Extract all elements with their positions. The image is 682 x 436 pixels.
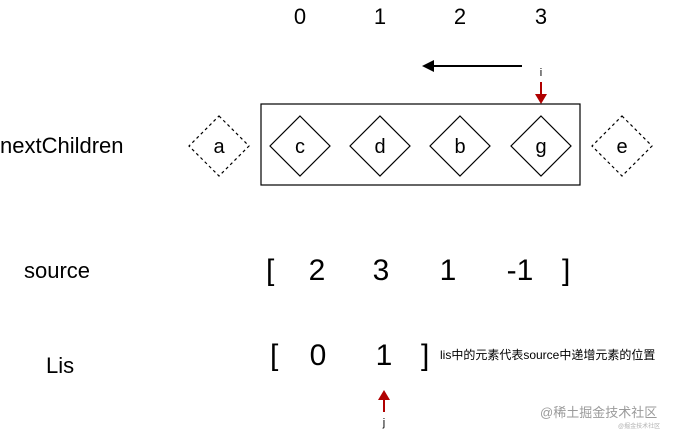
index-label-0: 0 xyxy=(293,4,307,29)
next-children-label: nextChildren xyxy=(0,133,124,158)
node-a: a xyxy=(188,115,250,177)
lis-label: Lis xyxy=(46,353,75,378)
lis-note: lis中的元素代表source中递增元素的位置 xyxy=(440,348,656,362)
watermark-sub: @掘金技术社区 xyxy=(618,424,661,430)
node-b-shape xyxy=(429,115,491,177)
node-g-label: g xyxy=(535,136,546,158)
lis-value-0: 0 xyxy=(309,339,327,372)
pointer-i-label: i xyxy=(539,67,543,79)
node-b: b xyxy=(429,115,491,177)
node-c-shape xyxy=(269,115,331,177)
source-open-bracket: [ xyxy=(266,254,275,287)
source-close-bracket: ] xyxy=(562,254,571,287)
node-a-shape xyxy=(188,115,250,177)
direction-arrow xyxy=(422,60,522,72)
node-c: c xyxy=(269,115,331,177)
index-label-3: 3 xyxy=(534,4,548,29)
node-g-shape xyxy=(510,115,572,177)
node-e-shape xyxy=(591,115,653,177)
pointer-j-arrow xyxy=(378,390,390,412)
lis-open-bracket: [ xyxy=(270,339,279,372)
node-b-label: b xyxy=(454,136,465,158)
pointer-i-arrow xyxy=(535,82,547,104)
source-label: source xyxy=(24,258,91,283)
index-label-2: 2 xyxy=(453,4,467,29)
node-d: d xyxy=(349,115,411,177)
children-container xyxy=(260,103,581,186)
pointer-j-label: j xyxy=(382,417,386,429)
node-a-label: a xyxy=(213,136,225,158)
watermark-main: @稀土掘金技术社区 xyxy=(540,405,658,420)
lis-close-bracket: ] xyxy=(421,339,430,372)
source-value-3: -1 xyxy=(506,254,534,287)
node-g: g xyxy=(510,115,572,177)
source-value-2: 1 xyxy=(439,254,457,287)
node-d-label: d xyxy=(374,136,385,158)
node-e-label: e xyxy=(616,136,627,158)
source-value-1: 3 xyxy=(372,254,390,287)
node-d-shape xyxy=(349,115,411,177)
lis-value-1: 1 xyxy=(375,339,393,372)
node-c-label: c xyxy=(295,136,305,158)
node-e: e xyxy=(591,115,653,177)
index-label-1: 1 xyxy=(373,4,387,29)
source-value-0: 2 xyxy=(308,254,326,287)
